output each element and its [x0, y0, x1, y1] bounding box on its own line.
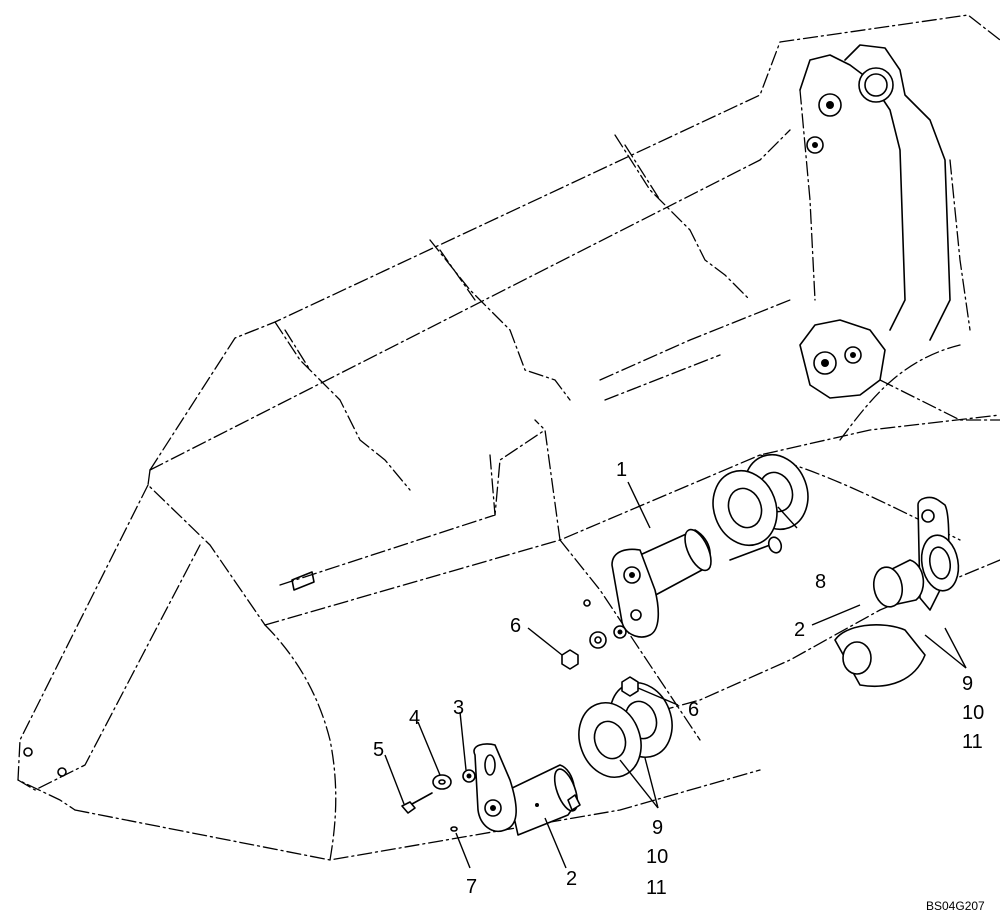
callout-9-right: 9 — [962, 673, 973, 695]
callout-10-lower: 10 — [646, 846, 668, 868]
arm-mount-brackets — [799, 44, 1000, 421]
bucket-shell — [17, 14, 1000, 861]
washers-part-8 — [712, 453, 809, 547]
hardware-part-4 — [432, 774, 452, 790]
hardware-part-7 — [450, 826, 458, 832]
pin-assembly-upper — [583, 528, 783, 649]
callout-9-lower: 9 — [652, 817, 663, 839]
callout-6-lower: 6 — [688, 699, 699, 721]
callout-4: 4 — [409, 707, 420, 729]
callout-3: 3 — [453, 697, 464, 719]
callout-8: 8 — [815, 571, 826, 593]
nut-part-6-lower — [621, 676, 639, 697]
washers-part-9-lower — [578, 682, 673, 778]
callout-11-right: 11 — [962, 731, 983, 753]
callout-labels: 1 8 6 6 2 9 10 11 3 4 5 9 10 11 7 2 — [373, 459, 984, 899]
nut-part-6-upper — [561, 649, 579, 670]
hardware-part-5 — [401, 792, 433, 814]
bucket-ribs — [274, 134, 751, 491]
hardware-part-3 — [462, 769, 476, 783]
callout-2-lower: 2 — [566, 868, 577, 890]
callout-7: 7 — [466, 876, 477, 898]
pin-assembly-lower — [473, 743, 581, 836]
callout-1: 1 — [616, 459, 627, 481]
callout-11-lower: 11 — [646, 877, 667, 899]
callout-5: 5 — [373, 739, 384, 761]
pin-assembly-right — [834, 496, 960, 687]
callout-6-upper: 6 — [510, 615, 521, 637]
leader-lines — [384, 481, 967, 869]
callout-2-right: 2 — [794, 619, 805, 641]
figure-code: BS04G207 — [926, 899, 985, 913]
callout-10-right: 10 — [962, 702, 984, 724]
